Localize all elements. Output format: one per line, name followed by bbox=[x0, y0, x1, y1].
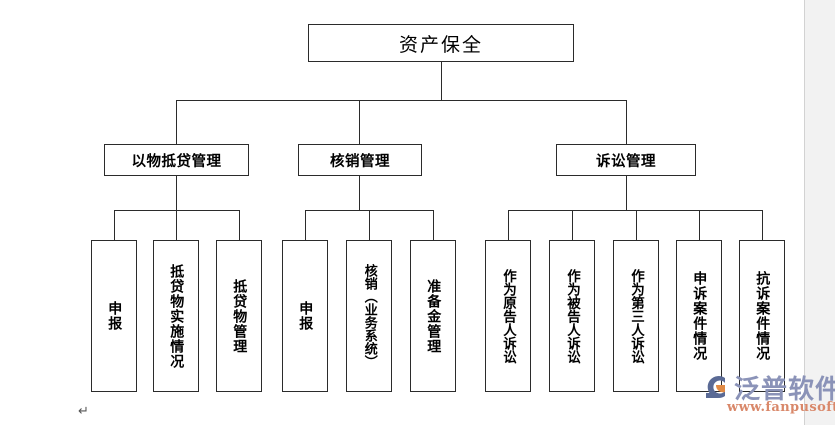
node-leaf-label: 申报 bbox=[297, 301, 314, 331]
connector-to-leaf-10 bbox=[699, 210, 700, 240]
node-leaf-as-plaintiff-litigation[interactable]: 作为原告人诉讼 bbox=[485, 240, 531, 392]
connector-level2-bus bbox=[176, 100, 626, 101]
node-root-label: 资产保全 bbox=[398, 33, 483, 56]
connector-to-leaf-5 bbox=[369, 210, 370, 240]
connector-to-l2-1 bbox=[176, 100, 177, 144]
node-leaf-application-1[interactable]: 申报 bbox=[91, 240, 137, 392]
node-leaf-label: 核销（业务系统） bbox=[361, 264, 377, 368]
connector-to-leaf-11 bbox=[762, 210, 763, 240]
node-leaf-label: 作为第三人诉讼 bbox=[628, 268, 645, 364]
connector-to-leaf-3 bbox=[239, 210, 240, 240]
node-leaf-appeal-case-status[interactable]: 申诉案件情况 bbox=[676, 240, 722, 392]
connector-to-l2-3 bbox=[626, 100, 627, 144]
node-leaf-protest-case-status[interactable]: 抗诉案件情况 bbox=[739, 240, 785, 392]
connector-to-leaf-2 bbox=[176, 210, 177, 240]
node-leaf-label: 作为原告人诉讼 bbox=[500, 268, 517, 364]
node-leaf-reserve-fund-management[interactable]: 准备金管理 bbox=[410, 240, 456, 392]
node-leaf-label: 抵贷物实施情况 bbox=[168, 263, 185, 369]
node-leaf-label: 申报 bbox=[106, 301, 123, 331]
connector-group3-bus bbox=[508, 210, 762, 211]
connector-to-leaf-1 bbox=[114, 210, 115, 240]
node-leaf-label: 作为被告人诉讼 bbox=[564, 268, 581, 364]
node-root-asset-preservation[interactable]: 资产保全 bbox=[308, 24, 574, 62]
node-leaf-application-2[interactable]: 申报 bbox=[282, 240, 328, 392]
node-leaf-writeoff-business-system[interactable]: 核销（业务系统） bbox=[346, 240, 392, 392]
connector-to-leaf-4 bbox=[305, 210, 306, 240]
node-l2-writeoff-management[interactable]: 核销管理 bbox=[298, 144, 422, 176]
node-leaf-collateral-management[interactable]: 抵贷物管理 bbox=[216, 240, 262, 392]
connector-root-down bbox=[441, 62, 442, 100]
document-margin-strip bbox=[804, 0, 835, 425]
connector-l2-2-down bbox=[359, 176, 360, 210]
node-l2-collateral-loan-management[interactable]: 以物抵贷管理 bbox=[104, 144, 249, 176]
connector-to-leaf-6 bbox=[433, 210, 434, 240]
connector-l2-3-down bbox=[626, 176, 627, 210]
connector-to-leaf-8 bbox=[572, 210, 573, 240]
paragraph-mark-icon: ↵ bbox=[78, 404, 89, 419]
connector-to-l2-2 bbox=[359, 100, 360, 144]
node-leaf-label: 抵贷物管理 bbox=[231, 278, 248, 354]
connector-l2-1-down bbox=[176, 176, 177, 210]
document-page: 资产保全 以物抵贷管理 核销管理 诉讼管理 申报 抵贷物实施情况 抵贷物管理 申… bbox=[78, 24, 785, 419]
node-leaf-as-defendant-litigation[interactable]: 作为被告人诉讼 bbox=[549, 240, 595, 392]
node-l2-label: 核销管理 bbox=[330, 153, 390, 170]
node-leaf-as-third-party-litigation[interactable]: 作为第三人诉讼 bbox=[613, 240, 659, 392]
node-l2-litigation-management[interactable]: 诉讼管理 bbox=[556, 144, 696, 176]
node-leaf-label: 申诉案件情况 bbox=[691, 271, 708, 361]
node-leaf-collateral-implementation-status[interactable]: 抵贷物实施情况 bbox=[153, 240, 199, 392]
node-leaf-label: 抗诉案件情况 bbox=[754, 271, 771, 361]
connector-to-leaf-9 bbox=[636, 210, 637, 240]
node-l2-label: 以物抵贷管理 bbox=[131, 153, 222, 170]
node-leaf-label: 准备金管理 bbox=[425, 278, 442, 354]
connector-to-leaf-7 bbox=[508, 210, 509, 240]
node-l2-label: 诉讼管理 bbox=[596, 153, 656, 170]
